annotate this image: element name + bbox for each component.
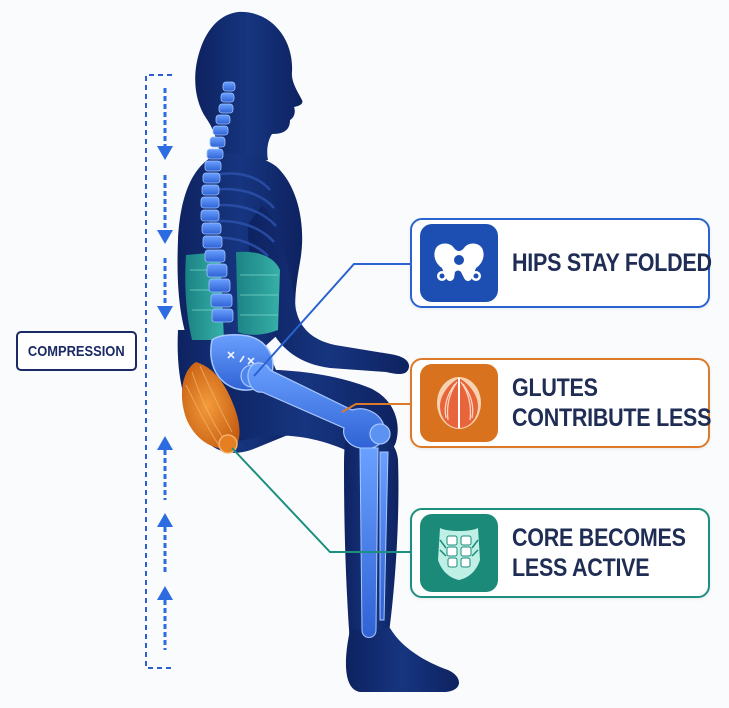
- hips-connector: [253, 263, 410, 377]
- callout-core-becomes-less-active: CORE BECOMES LESS ACTIVE: [410, 508, 710, 598]
- callout-core-label: CORE BECOMES LESS ACTIVE: [512, 523, 686, 583]
- core-connector: [231, 447, 410, 553]
- down-arrow-icon: [157, 88, 173, 160]
- callout-core-line-2: LESS ACTIVE: [512, 554, 650, 582]
- callout-glutes-line-1: GLUTES: [512, 374, 598, 402]
- callout-hips-line-1: HIPS STAY FOLDED: [512, 249, 712, 277]
- callout-hips-stay-folded: HIPS STAY FOLDED: [410, 218, 712, 308]
- callout-hips-label: HIPS STAY FOLDED: [512, 248, 712, 278]
- compression-label-text: COMPRESSION: [28, 342, 125, 360]
- compression-arrows-up: [157, 436, 173, 650]
- pelvis-icon: [420, 224, 498, 302]
- callout-glutes-line-2: CONTRIBUTE LESS: [512, 404, 712, 432]
- gluteal-muscle-icon: [420, 364, 498, 442]
- up-arrow-icon: [157, 513, 173, 575]
- compression-arrows-down: [157, 88, 173, 320]
- shin-bones: [359, 447, 389, 638]
- callout-glutes-label: GLUTES CONTRIBUTE LESS: [512, 373, 711, 433]
- callout-core-line-1: CORE BECOMES: [512, 524, 686, 552]
- abdominal-muscles-icon: [420, 514, 498, 592]
- up-arrow-icon: [157, 586, 173, 650]
- down-arrow-icon: [157, 175, 173, 244]
- compression-bracket: [145, 74, 172, 669]
- knee-cap: [369, 423, 391, 445]
- down-arrow-icon: [157, 258, 173, 320]
- up-arrow-icon: [157, 436, 173, 500]
- spine: [200, 81, 236, 323]
- callout-connectors: [231, 263, 410, 553]
- callout-glutes-contribute-less: GLUTES CONTRIBUTE LESS: [410, 358, 711, 448]
- compression-label: COMPRESSION: [16, 331, 137, 371]
- glutes-connector: [341, 403, 410, 413]
